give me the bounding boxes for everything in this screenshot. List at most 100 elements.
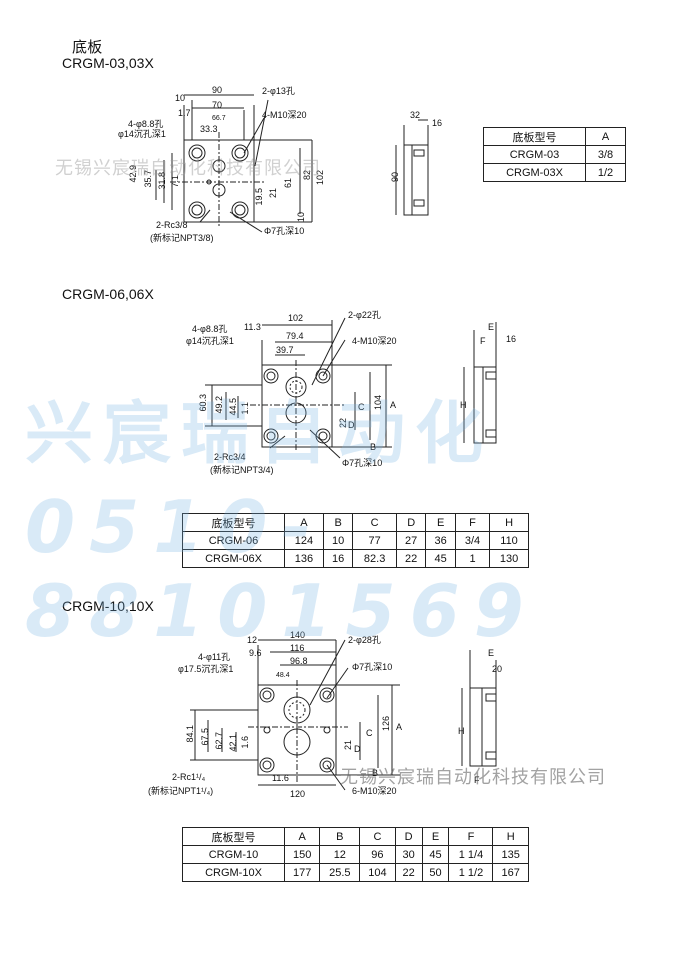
table-row: CRGM-10 150 12 96 30 45 1 1/4 135 [182, 845, 529, 864]
s3-label-A: A [396, 722, 403, 732]
table-header-row: 底板型号 A [483, 127, 626, 146]
s3-label-F: F [474, 775, 480, 785]
s2-m10: 4-M10深20 [352, 336, 397, 346]
s1-side-32: 32 [410, 110, 421, 120]
s1-dim-19-5: 19.5 [254, 188, 264, 206]
s3-dim-140: 140 [290, 630, 306, 640]
s2-rc: 2-Rc3/4 [214, 452, 246, 462]
table-header-cell: B [319, 827, 361, 846]
s1-dim-70: 70 [212, 100, 223, 110]
s1-m10: 4-M10深20 [262, 110, 307, 120]
table-cell: 1/2 [585, 163, 626, 182]
s1-rc: 2-Rc3/8 [156, 220, 188, 230]
s2-hole-8-8: 4-φ8.8孔 [192, 324, 228, 334]
table-row: CRGM-10X 177 25.5 104 22 50 1 1/2 167 [182, 863, 529, 882]
table-header-row: 底板型号 A B C D E F H [182, 827, 529, 846]
section2-title: CRGM-06,06X [62, 286, 154, 302]
s1-hole-7: Φ7孔深10 [264, 226, 305, 236]
table-cell: 3/8 [585, 145, 626, 164]
table-cell: 96 [359, 845, 396, 864]
table-header-cell: D [394, 827, 423, 846]
s2-label-B: B [370, 442, 377, 452]
table-cell: 50 [421, 863, 450, 882]
s3-dim-11-6: 11.6 [272, 773, 289, 783]
table-header-cell: C [359, 827, 396, 846]
s3-label-H: H [458, 726, 465, 736]
table-cell: CRGM-06X [182, 549, 285, 568]
s2-dim-79-4: 79.4 [286, 331, 304, 341]
s3-dim-116: 116 [290, 643, 305, 653]
s2-dim-102: 102 [288, 313, 304, 323]
page-heading: 底板 [72, 39, 103, 56]
table-cell: 30 [394, 845, 423, 864]
s1-dim-21: 21 [268, 188, 278, 199]
s3-sink-17-5: φ17.5沉孔深1 [178, 664, 234, 674]
table-cell: 1 1/4 [448, 845, 494, 864]
s3-dim-67-5: 67.5 [200, 728, 210, 746]
table-header-cell: 底板型号 [483, 127, 586, 146]
table-header-cell: 底板型号 [182, 827, 285, 846]
table-cell: 167 [492, 863, 529, 882]
s3-hole-11: 4-φ11孔 [198, 652, 231, 662]
s3-label-E: E [488, 648, 495, 658]
s2-label-H: H [460, 400, 467, 410]
s2-label-E: E [488, 322, 495, 332]
table-cell: 3/4 [454, 531, 491, 550]
s3-dim-120: 120 [290, 789, 306, 799]
s1-hole-13: 2-φ13孔 [262, 86, 295, 96]
s3-hole-28: 2-φ28孔 [348, 635, 381, 645]
s3-m10: 6-M10深20 [352, 786, 397, 796]
section1-title: CRGM-03,03X [62, 55, 154, 71]
s1-dim-90: 90 [212, 85, 223, 95]
table-row: CRGM-06X 136 16 82.3 22 45 1 130 [182, 549, 529, 568]
table-header-cell: H [492, 827, 529, 846]
s3-hole-7: Φ7孔深10 [352, 662, 393, 672]
s3-dim-12: 12 [247, 635, 258, 645]
s3-dim-1-6: 1.6 [240, 736, 250, 749]
table-cell: 150 [283, 845, 321, 864]
s1-npt: (新标记NPT3/8) [150, 233, 214, 243]
s3-dim-48-4: 48.4 [276, 672, 290, 679]
table-cell: 104 [359, 863, 396, 882]
table-header-cell: E [421, 827, 450, 846]
s2-label-A: A [390, 400, 397, 410]
s3-dim-62-7: 62.7 [214, 732, 224, 750]
table-cell: 22 [395, 549, 427, 568]
s2-dim-11-3: 11.3 [244, 322, 261, 332]
s1-spec-table: 底板型号 A CRGM-03 3/8 CRGM-03X 1/2 [483, 127, 626, 182]
s1-dim-1-7: 1.7 [178, 108, 191, 118]
s1-side-90: 90 [390, 172, 400, 183]
table-row: CRGM-03 3/8 [483, 145, 626, 164]
table-cell: CRGM-10X [182, 863, 285, 882]
table-cell: CRGM-03 [483, 145, 586, 164]
watermark-company-bottom: 无锡兴宸瑞自动化科技有限公司 [340, 767, 606, 787]
s3-dim-84-1: 84.1 [185, 725, 195, 743]
s2-label-F: F [480, 336, 486, 346]
s1-dim-10: 10 [175, 93, 186, 103]
table-cell: 82.3 [352, 549, 397, 568]
table-cell: 1 [454, 549, 491, 568]
s3-dim-9-6: 9.6 [249, 648, 262, 658]
table-header-cell: A [283, 827, 321, 846]
s2-spec-table: 底板型号 A B C D E F H CRGM-06 124 10 77 27 … [182, 513, 529, 568]
table-cell: 45 [421, 845, 450, 864]
watermark-company-top: 无锡兴宸瑞自动化科技有限公司 [55, 158, 321, 178]
s3-dim-42-1: 42.1 [228, 734, 238, 752]
table-header-cell: A [585, 127, 626, 146]
s1-dim-33-3: 33.3 [200, 124, 218, 134]
s2-dim-39-7: 39.7 [276, 345, 294, 355]
s3-label-B: B [372, 768, 379, 778]
s3-rc: 2-Rc1¹/₄ [172, 772, 206, 782]
table-cell: 25.5 [319, 863, 361, 882]
s2-label-D: D [348, 420, 355, 430]
table-cell: 136 [284, 549, 324, 568]
table-cell: CRGM-10 [182, 845, 285, 864]
s2-hole-22: 2-φ22孔 [348, 310, 381, 320]
s1-dim-66-7: 66.7 [212, 115, 226, 122]
s1-dim-10b: 10 [296, 212, 306, 223]
s3-dim-96-8: 96.8 [290, 656, 308, 666]
table-cell: CRGM-03X [483, 163, 586, 182]
s2-hole-7: Φ7孔深10 [342, 458, 383, 468]
s3-side-20: 20 [492, 664, 503, 674]
s1-side-16: 16 [432, 118, 443, 128]
